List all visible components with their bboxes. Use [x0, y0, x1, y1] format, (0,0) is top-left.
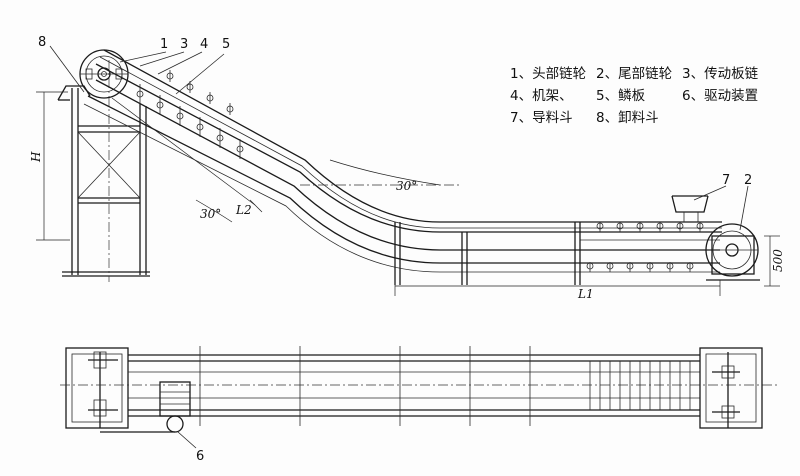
plan-cross-marks: [199, 346, 531, 426]
callout-3: 3: [180, 37, 188, 52]
callout-1: 1: [160, 37, 168, 52]
callout-6: 6: [196, 449, 204, 464]
callout-4: 4: [200, 37, 208, 52]
head-sprocket: [79, 49, 129, 99]
legend-item-6: 6、驱动装置: [682, 88, 758, 104]
callout-5: 5: [222, 37, 230, 52]
angle-upper-label: 30°: [396, 179, 417, 193]
angle-lower-label: 30°: [200, 207, 221, 221]
feed-chute: [671, 195, 709, 222]
callout-7: 7: [722, 173, 730, 188]
elevation-view: [36, 45, 780, 296]
drive-unit: [100, 381, 197, 449]
callout-2: 2: [744, 173, 752, 188]
dim-l2-label: L2: [235, 203, 252, 217]
support-legs: [394, 222, 581, 285]
legend-item-1: 1、头部链轮: [510, 66, 586, 82]
dimension-lines: [36, 91, 780, 296]
legend-item-2: 2、尾部链轮: [596, 66, 672, 82]
legend-item-3: 3、传动板链: [682, 66, 759, 82]
leader-lines: [49, 45, 749, 231]
legend-item-7: 7、导料斗: [510, 110, 573, 126]
dim-l1-label: L1: [577, 287, 594, 301]
horizontal-plates: [580, 222, 720, 272]
parts-legend: 1、头部链轮 2、尾部链轮 3、传动板链 4、机架、 5、鳞板 6、驱动装置 7…: [510, 66, 759, 126]
legend-item-5: 5、鳞板: [596, 88, 646, 104]
legend-item-8: 8、卸料斗: [596, 110, 659, 126]
dim-height-label: H: [29, 151, 43, 163]
callout-8: 8: [38, 35, 46, 50]
incline-plates: [136, 70, 244, 159]
dim-500-label: 500: [771, 249, 785, 272]
plan-view: [60, 346, 780, 449]
plan-plates: [589, 361, 691, 410]
conveyor-body: [83, 49, 722, 273]
legend-item-4: 4、机架、: [510, 88, 573, 104]
tail-sprocket: [705, 223, 760, 281]
